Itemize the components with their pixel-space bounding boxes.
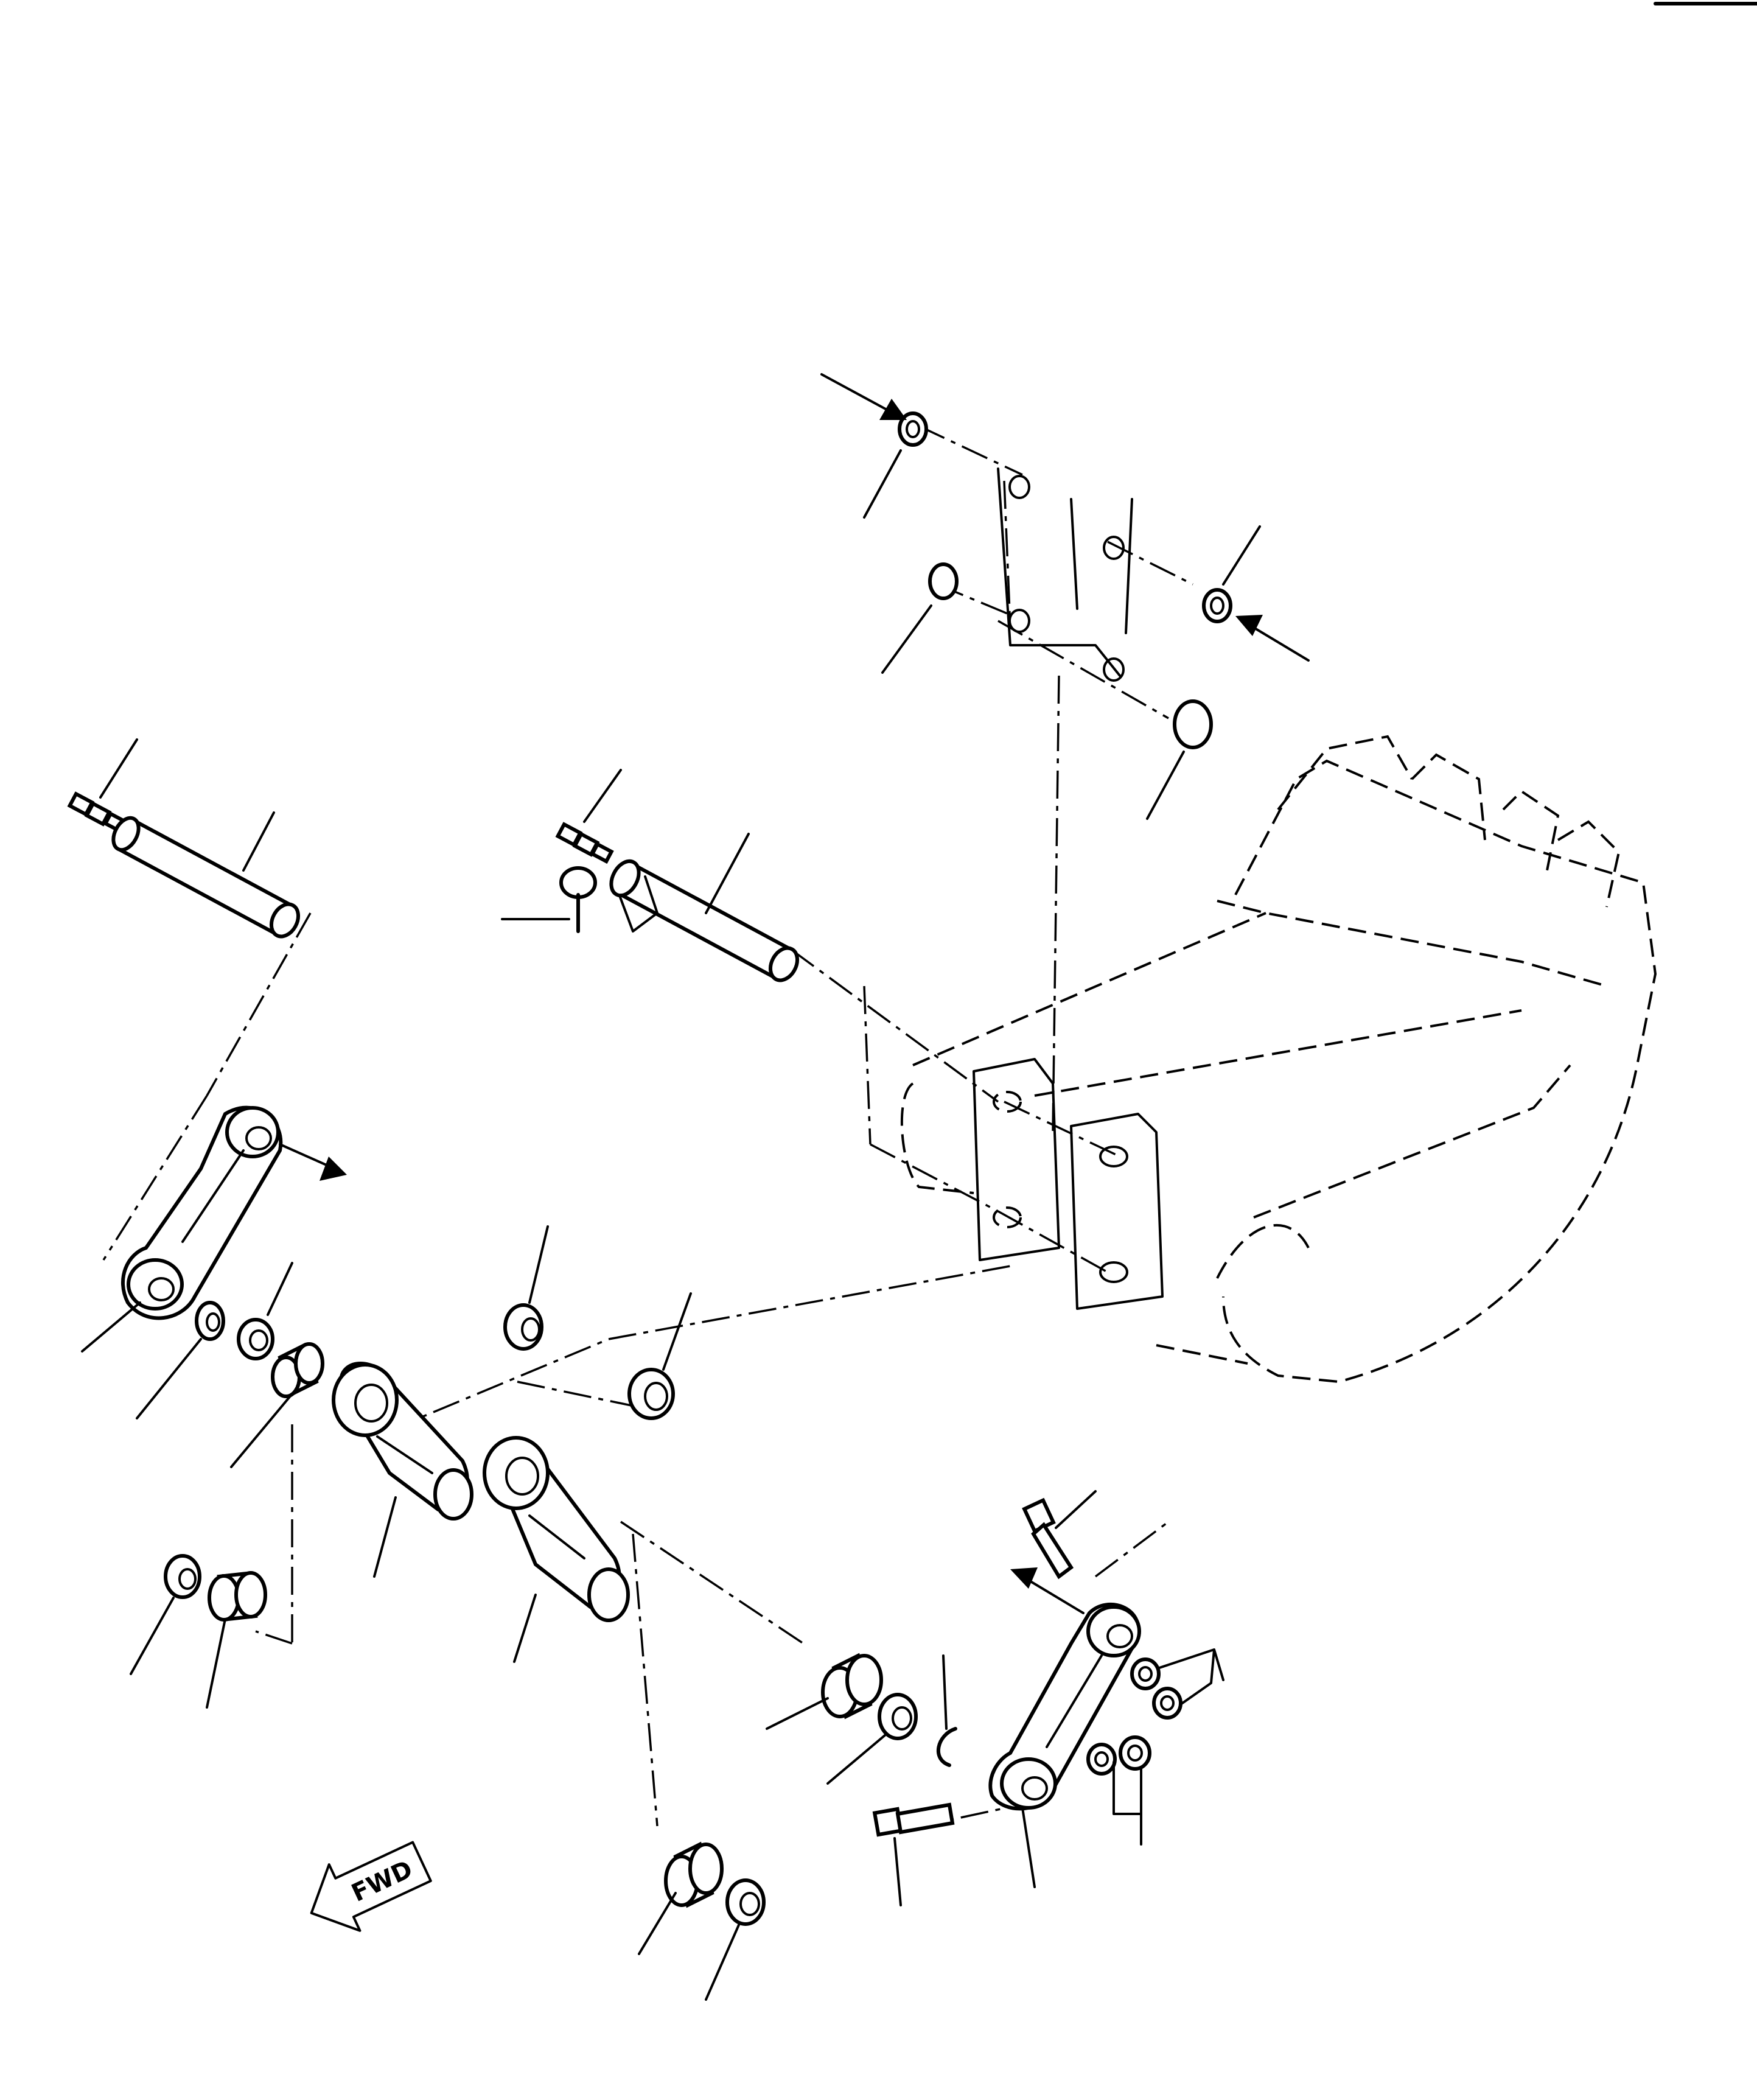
forward-direction-arrow-icon: FWD	[310, 1841, 432, 1932]
bucket-boss-left-upper	[900, 1058, 1060, 1261]
o-ring-top-4	[1173, 699, 1213, 749]
leader-lines	[81, 449, 1261, 2001]
center-lines	[102, 425, 1193, 1827]
bushing-icon	[878, 1693, 918, 1740]
bolt-icon	[1022, 1497, 1074, 1580]
o-ring-top-3	[1202, 588, 1232, 623]
nut-icon	[1086, 1743, 1117, 1776]
bushing-icon	[664, 1841, 724, 1908]
bushing-icon	[208, 1571, 267, 1622]
bushing-icon	[821, 1653, 883, 1720]
bushing-icon	[271, 1342, 324, 1398]
bucket	[912, 735, 1657, 1384]
arrow-icon	[1010, 1567, 1085, 1614]
washer-icon	[195, 1301, 225, 1341]
bucket-mount-plate	[997, 467, 1133, 682]
grease-fitting-icon	[555, 822, 614, 864]
lock-ring-icon	[559, 866, 597, 933]
bolt-icon	[872, 1802, 955, 1837]
arrow-icon	[820, 373, 1310, 662]
arrow-icon	[279, 1143, 347, 1181]
pin-icon	[609, 859, 800, 982]
bushing-icon	[725, 1878, 766, 1926]
pin-icon	[111, 816, 301, 939]
link-arm-left	[121, 1105, 283, 1320]
bucket-boss-right	[1070, 1113, 1164, 1310]
bushing-icon	[627, 1368, 675, 1420]
nut-icon	[1130, 1657, 1161, 1690]
bushing-icon	[237, 1318, 274, 1360]
nut-icon	[1119, 1735, 1151, 1771]
o-ring-top-2	[928, 562, 959, 600]
link-arm-center	[483, 1436, 630, 1622]
bushing-icon	[164, 1554, 201, 1599]
fwd-label: FWD	[348, 1855, 417, 1908]
o-ring-top-1	[898, 411, 928, 447]
snap-ring-icon	[937, 1727, 957, 1767]
link-arm-right	[988, 1602, 1141, 1811]
bushing-icon	[503, 1303, 543, 1351]
nut-icon	[1152, 1687, 1182, 1720]
link-arm-center-left	[332, 1362, 473, 1521]
